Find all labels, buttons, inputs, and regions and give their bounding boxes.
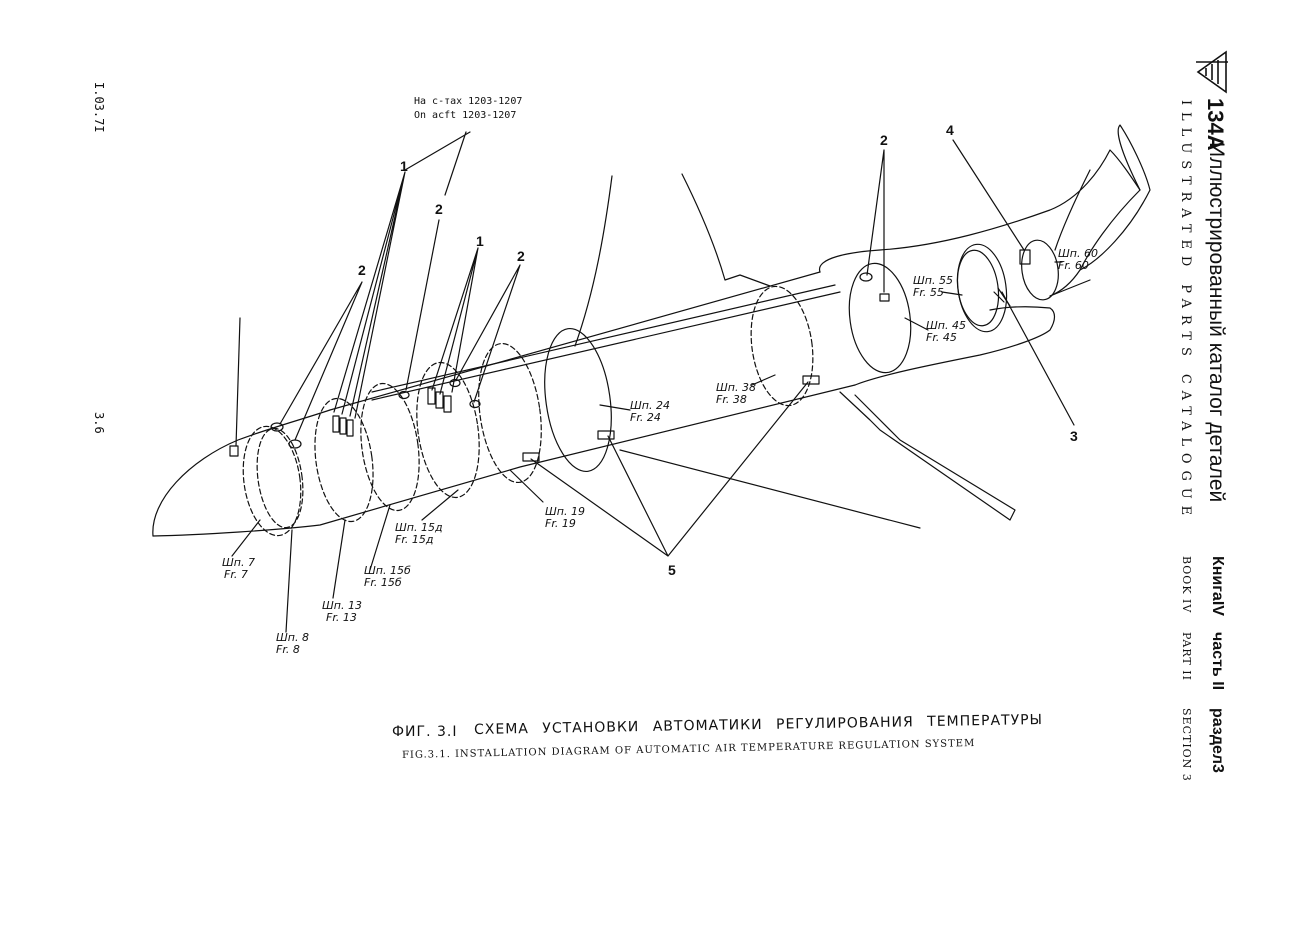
leader-5 [530, 381, 809, 557]
frame-ellipse-38 [750, 285, 814, 407]
frame-ellipse-15d [416, 361, 480, 499]
component-sensor-c [398, 390, 410, 400]
leader-4 [952, 139, 1025, 251]
tail-lower-outline [854, 306, 1056, 386]
wing-lower-left [619, 449, 921, 529]
callout-2-left: 2 [358, 262, 366, 278]
component-box-45 [879, 293, 890, 302]
component-box-nose [229, 445, 239, 457]
leader-fr19 [509, 469, 544, 503]
callout-2-right: 2 [880, 132, 888, 148]
component-sensor-f [859, 272, 873, 282]
callout-4: 4 [946, 122, 954, 138]
component-sensor-a [270, 422, 284, 432]
frame-ellipse-13 [314, 397, 374, 523]
leader-fr15b [369, 504, 391, 571]
frame-ellipse-55-inner [956, 249, 1000, 327]
wing-upper-right [681, 173, 771, 287]
leader-fr45 [904, 317, 929, 331]
header-section-ru: раздел3 [1209, 708, 1226, 773]
leader-note [404, 131, 471, 196]
component-box-19 [522, 452, 540, 462]
header-book-en: BOOK IV [1180, 556, 1193, 614]
callout-3: 3 [1070, 428, 1078, 444]
component-box-38 [802, 375, 820, 385]
component-block-2c [443, 395, 452, 413]
leader-2-top [405, 219, 440, 391]
leader-fr55 [941, 291, 963, 296]
leader-fr15d [421, 489, 459, 521]
component-block-2b [435, 391, 444, 409]
component-sensor-d [449, 378, 461, 388]
leader-fr38 [751, 374, 776, 386]
leader-2-left [279, 281, 363, 441]
header-book-ru: КнигаIV [1209, 556, 1226, 616]
header-part-ru: часть II [1209, 632, 1226, 691]
header-catalog-ru: Иллюстрированный каталог деталей [1205, 142, 1228, 503]
note-ru: На с-тах 1203-1207 [414, 96, 523, 107]
fuselage-nose-outline [152, 409, 331, 537]
frame-ellipse-8 [256, 427, 304, 529]
leader-2-mid [455, 264, 521, 403]
note-en: On acft 1203-1207 [414, 110, 517, 121]
component-block-1a [332, 415, 340, 433]
component-block-1c [346, 419, 354, 437]
tail-cone-line [1049, 279, 1091, 297]
component-block-1b [339, 417, 347, 435]
frame-ellipse-7 [242, 425, 302, 537]
header-section-en: SECTION 3 [1180, 708, 1193, 782]
header-catalog-en: ILLUSTRATED PARTS CATALOGUE [1178, 100, 1193, 523]
callout-5: 5 [668, 562, 676, 578]
frame-ellipse-45 [848, 262, 912, 374]
header-part-en: PART II [1180, 632, 1193, 681]
wing-lower-right [839, 391, 1016, 521]
frame-ellipse-15b [360, 382, 420, 512]
frame-ellipse-19 [478, 342, 542, 484]
leader-fr13 [332, 519, 346, 599]
leader-2-right [866, 149, 885, 293]
callout-1-mid: 1 [476, 233, 484, 249]
wing-upper-left [574, 175, 613, 347]
figure-number-ru: ФИГ. 3.I [392, 724, 458, 740]
fuselage-lower-outline [152, 384, 856, 537]
frame-ellipse-60 [1021, 239, 1059, 301]
leader-1-left [333, 171, 406, 419]
component-box-60 [1019, 249, 1031, 265]
leader-fr24 [599, 404, 631, 411]
page-number: 3.6 [92, 412, 106, 434]
component-block-2a [427, 387, 436, 405]
callout-2-top: 2 [435, 201, 443, 217]
callout-2-mid: 2 [517, 248, 525, 264]
logo-mark [1196, 50, 1228, 94]
fin-trailing [1079, 124, 1151, 271]
tail-upper-outline [819, 149, 1141, 297]
fin-upper [1054, 169, 1091, 251]
callout-1-left: 1 [400, 158, 408, 174]
leader-fr7 [231, 519, 261, 557]
component-box-24 [597, 430, 615, 440]
leader-fr8 [285, 529, 293, 633]
frame-ellipse-24 [544, 327, 612, 473]
fuselage-upper-outline [329, 271, 821, 411]
leader-3 [1001, 291, 1075, 426]
fuselage-upper-line-inner [371, 284, 836, 393]
leader-1-nose [235, 317, 241, 447]
doc-id: I.03.7I [92, 82, 106, 133]
leader-1-mid [431, 247, 479, 395]
component-sensor-b [288, 439, 302, 449]
